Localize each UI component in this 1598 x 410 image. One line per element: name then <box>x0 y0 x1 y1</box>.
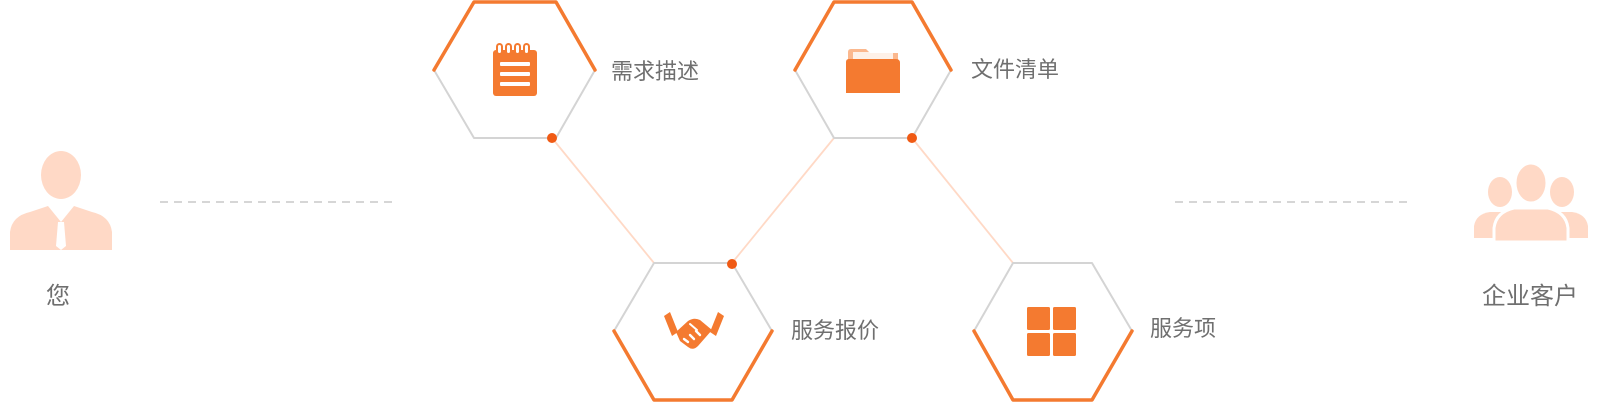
connector-2-4 <box>911 137 1014 264</box>
step-label-service-items: 服务项 <box>1150 317 1217 342</box>
left-person-label: 您 <box>46 282 70 310</box>
grid-icon <box>1027 307 1076 356</box>
step-label-quote: 服务报价 <box>791 319 880 344</box>
right-person-label: 企业客户 <box>1482 282 1578 310</box>
folder-icon <box>846 49 900 93</box>
notepad-icon <box>493 43 537 96</box>
user-icon <box>10 151 112 250</box>
connector-dot <box>547 133 557 143</box>
connector-3-2 <box>731 137 835 264</box>
connector-1-3 <box>551 137 655 264</box>
step-label-requirements: 需求描述 <box>611 60 700 85</box>
step-hexagon-service-items <box>972 262 1134 402</box>
connector-dot <box>727 259 737 269</box>
connector-dot <box>907 133 917 143</box>
users-group-icon <box>1474 161 1588 244</box>
handshake-icon <box>664 312 724 349</box>
step-label-file-list: 文件清单 <box>971 58 1060 83</box>
